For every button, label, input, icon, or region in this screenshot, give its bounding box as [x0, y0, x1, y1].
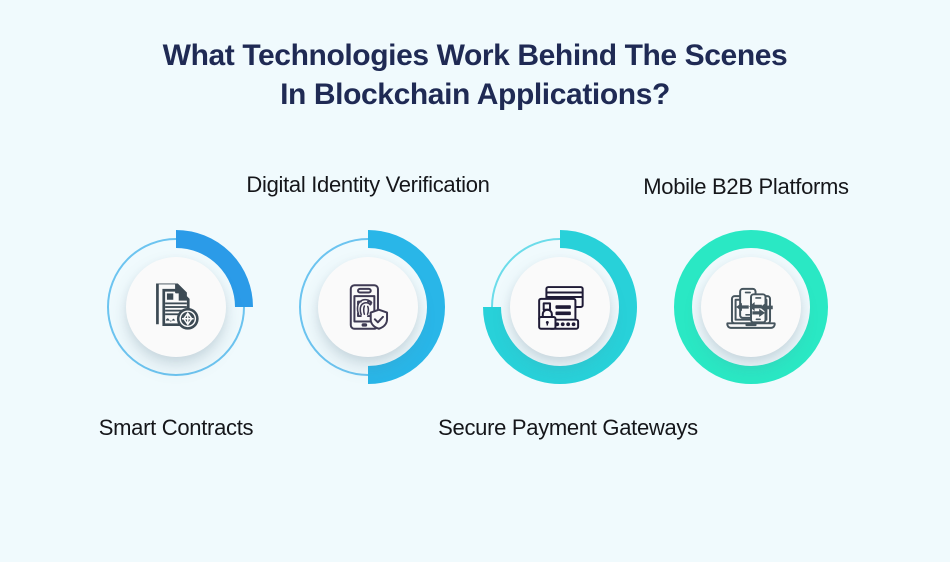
progress-ring-mobile-b2b-platforms	[674, 230, 828, 384]
signed-document-icon	[147, 278, 205, 336]
circle-item-secure-payment-gateways	[481, 228, 639, 386]
item-label-secure-payment-gateways: Secure Payment Gateways	[438, 415, 698, 440]
icon-disc-smart-contracts	[126, 257, 226, 357]
page-title-line-2: In Blockchain Applications?	[280, 78, 670, 111]
page-title: What Technologies Work Behind The Scenes…	[0, 36, 950, 114]
page-title-line-1: What Technologies Work Behind The Scenes	[162, 39, 788, 72]
progress-ring-digital-identity-verification	[299, 230, 445, 384]
icon-disc-digital-identity-verification	[318, 257, 418, 357]
circle-item-digital-identity-verification	[289, 228, 447, 386]
phone-fingerprint-shield-icon	[339, 278, 397, 336]
laptop-phones-exchange-icon	[722, 278, 780, 336]
circle-item-mobile-b2b-platforms	[672, 228, 830, 386]
item-label-smart-contracts: Smart Contracts	[98, 415, 254, 440]
progress-ring-smart-contracts	[107, 230, 253, 376]
progress-ring-secure-payment-gateways	[483, 230, 637, 384]
credit-card-lock-reader-icon	[531, 278, 589, 336]
item-label-digital-identity-verification: Digital Identity Verification	[246, 172, 490, 197]
item-label-mobile-b2b-platforms: Mobile B2B Platforms	[643, 174, 849, 199]
icon-disc-mobile-b2b-platforms	[701, 257, 801, 357]
icon-disc-secure-payment-gateways	[510, 257, 610, 357]
circle-item-smart-contracts	[97, 228, 255, 386]
